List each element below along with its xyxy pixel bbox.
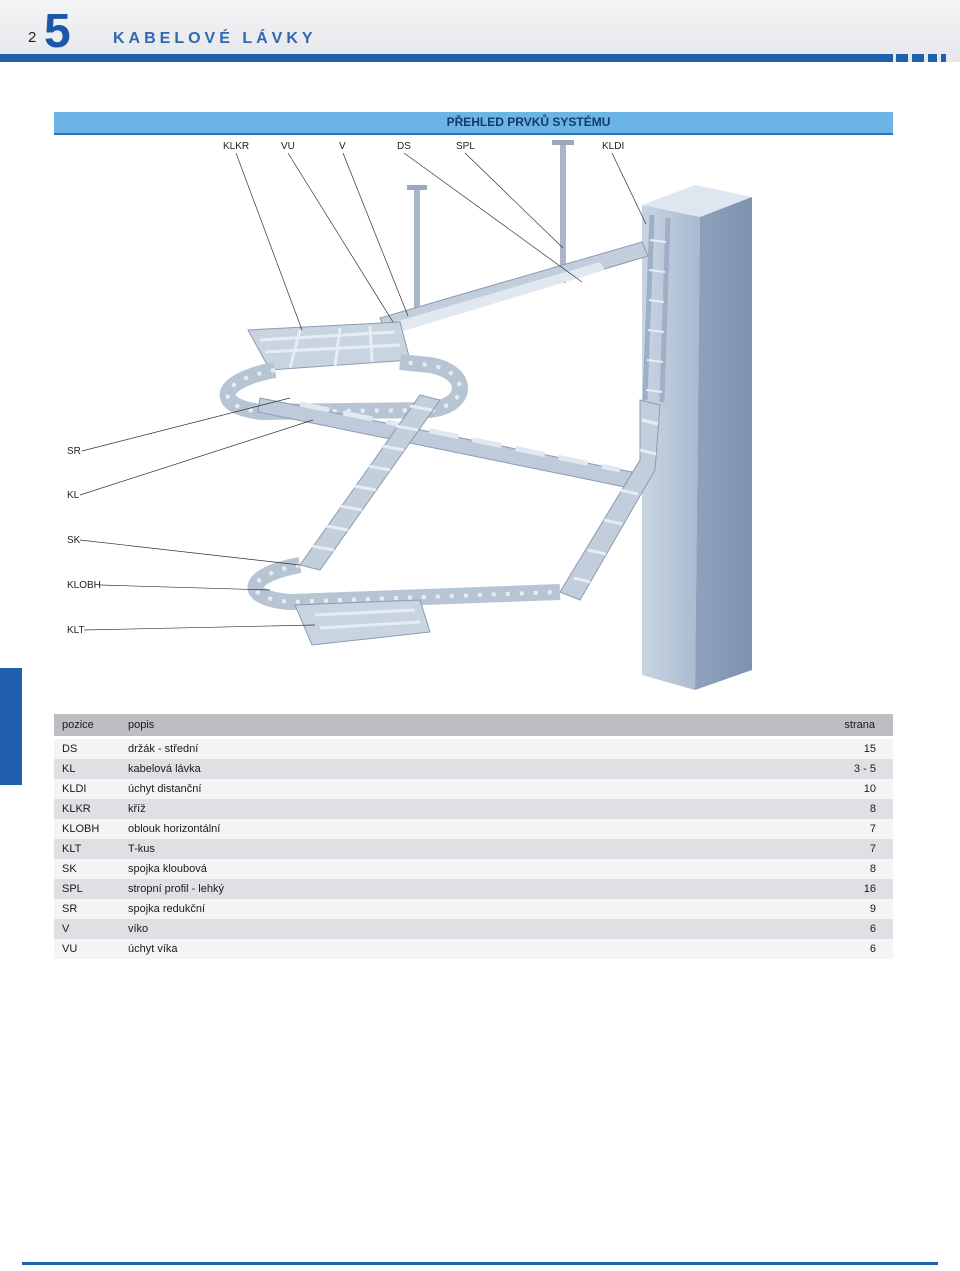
header-blocks [896, 54, 946, 62]
cell-page: 7 [869, 843, 876, 855]
t-piece [294, 599, 431, 646]
cell-position: SPL [62, 883, 83, 895]
table-row: KLDI úchyt distanční 10 [54, 779, 893, 799]
cell-description: úchyt víka [128, 943, 178, 955]
label-kl: KL [67, 490, 80, 501]
cell-page: 3 - 5 [853, 763, 876, 775]
cell-page: 15 [863, 743, 876, 755]
cell-position: KLDI [62, 783, 87, 795]
side-tab-marker [0, 668, 22, 785]
cell-description: T-kus [128, 843, 155, 855]
chapter-title: KABELOVÉ LÁVKY [113, 30, 317, 47]
cable-tray-illustration [79, 140, 752, 690]
label-klobh: KLOBH [67, 580, 101, 591]
cell-position: V [62, 923, 70, 935]
label-vu: VU [281, 141, 295, 152]
upper-tray [379, 241, 649, 335]
cell-description: spojka redukční [128, 903, 206, 915]
label-klkr: KLKR [223, 141, 250, 152]
cell-page: 9 [869, 903, 876, 915]
chapter-number: 5 [44, 5, 71, 58]
leader-lines [79, 152, 647, 631]
table-row: SPL stropní profil - lehký 16 [54, 879, 893, 899]
table-row: KLT T-kus 7 [54, 839, 893, 859]
section-title-bar: PŘEHLED PRVKŮ SYSTÉMU [54, 112, 893, 135]
cell-position: VU [62, 943, 78, 955]
header-stripe [0, 54, 893, 62]
table-row: VU úchyt víka 6 [54, 939, 893, 959]
elements-table: pozice popis strana DS držák - střední 1… [54, 714, 893, 959]
cell-page: 6 [869, 943, 876, 955]
cell-position: KL [62, 763, 76, 775]
footer-line [22, 1262, 938, 1265]
cell-description: spojka kloubová [128, 863, 207, 875]
cell-position: SR [62, 903, 78, 915]
vertical-ladder [642, 214, 671, 403]
table-row: DS držák - střední 15 [54, 739, 893, 759]
cell-position: KLT [62, 843, 82, 855]
cell-page: 10 [863, 783, 876, 795]
table-row: KLKR kříž 8 [54, 799, 893, 819]
cell-position: KLOBH [62, 823, 100, 835]
label-klt: KLT [67, 625, 85, 636]
cell-description: kříž [128, 803, 146, 815]
header-position: pozice [62, 719, 94, 731]
label-sr: SR [67, 446, 81, 457]
cell-description: kabelová lávka [128, 763, 201, 775]
cell-page: 7 [869, 823, 876, 835]
cell-page: 8 [869, 803, 876, 815]
label-v: V [339, 141, 346, 152]
cell-position: KLKR [62, 803, 91, 815]
label-spl: SPL [456, 141, 475, 152]
cell-position: SK [62, 863, 77, 875]
cell-page: 6 [869, 923, 876, 935]
table-row: KL kabelová lávka 3 - 5 [54, 759, 893, 779]
diagonal-tray [299, 394, 441, 571]
cell-position: DS [62, 743, 78, 755]
cell-description: stropní profil - lehký [128, 883, 224, 895]
column [642, 185, 752, 690]
section-title: PŘEHLED PRVKŮ SYSTÉMU [446, 115, 611, 129]
lower-bend [247, 557, 561, 611]
table-header-row: pozice popis strana [54, 714, 893, 739]
table-row: SR spojka redukční 9 [54, 899, 893, 919]
header-description: popis [128, 719, 155, 731]
page-number: 2 [28, 29, 37, 46]
cell-description: držák - střední [128, 743, 199, 755]
ceiling-hangers [407, 140, 574, 325]
header-page: strana [844, 719, 875, 731]
cell-description: víko [128, 923, 149, 935]
label-ds: DS [397, 141, 411, 152]
label-kldi: KLDI [602, 141, 625, 152]
header-band [0, 0, 960, 62]
column-side-tray [559, 399, 661, 601]
table-row: SK spojka kloubová 8 [54, 859, 893, 879]
cell-description: oblouk horizontální [128, 823, 221, 835]
label-sk: SK [67, 535, 81, 546]
table-row: V víko 6 [54, 919, 893, 939]
cell-description: úchyt distanční [128, 783, 202, 795]
cell-page: 16 [863, 883, 876, 895]
cell-page: 8 [869, 863, 876, 875]
table-row: KLOBH oblouk horizontální 7 [54, 819, 893, 839]
